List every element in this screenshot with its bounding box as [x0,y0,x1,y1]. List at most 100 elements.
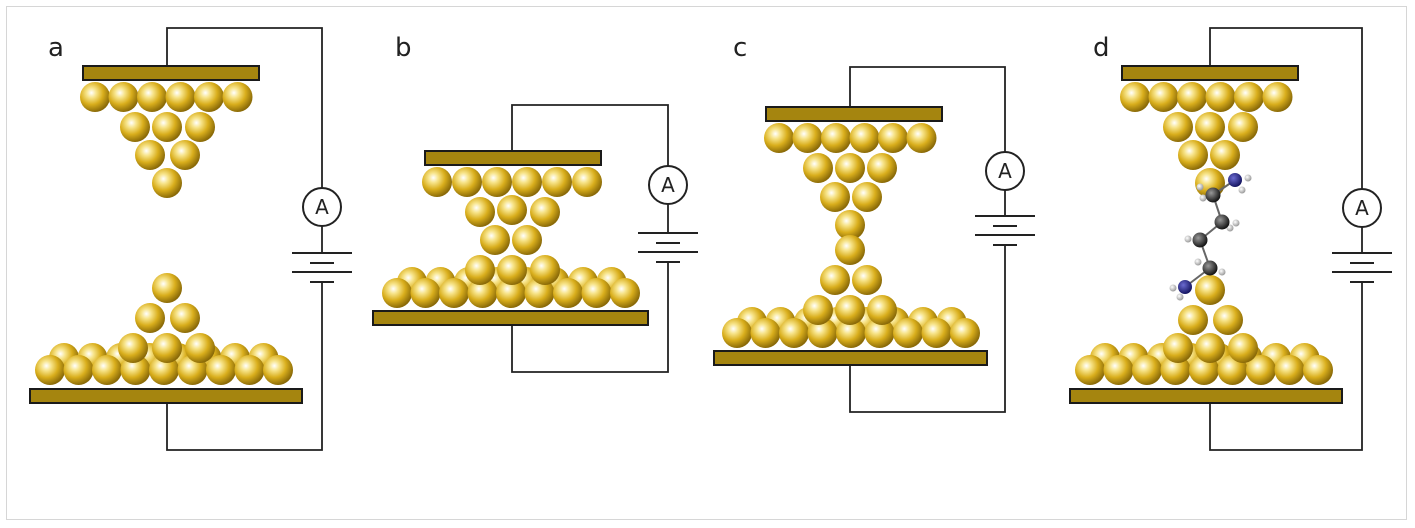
gold-atom [1163,112,1193,142]
panel-label-d: d [1093,33,1110,63]
gold-atom [170,140,200,170]
ammeter-label: A [661,173,675,197]
hydrogen-atom [1196,183,1204,191]
gold-atom [764,123,794,153]
circuit-wire [511,262,669,373]
gold-atom [152,168,182,198]
gold-atom [867,153,897,183]
electrode-plate [1121,65,1299,81]
gold-atom [1195,275,1225,305]
ammeter-icon [985,151,1025,191]
gold-atom [950,318,980,348]
gold-atom [465,255,495,285]
gold-atom [465,197,495,227]
carbon-atom [1205,187,1221,203]
gold-atom [1160,355,1191,385]
electrode-plate [424,150,602,166]
panel-label-c: c [733,33,747,63]
panel-label-b: b [395,33,412,63]
gold-atom [820,182,850,212]
carbon-atom [1214,214,1230,230]
gold-atom [1195,333,1225,363]
gold-atom [849,123,880,153]
gold-atom [722,318,752,348]
gold-atom [120,112,150,142]
circuit-wire [1209,282,1363,451]
gold-atom [1228,112,1258,142]
hydrogen-atom [1169,284,1177,292]
gold-atom [152,333,182,363]
gold-atom [206,355,236,385]
gold-atom [222,82,253,112]
gold-atom [867,295,897,325]
gold-atom [530,197,560,227]
gold-atom [120,355,151,385]
gold-atom [137,82,167,112]
gold-atom [835,295,865,325]
gold-atom [1148,82,1179,112]
gold-atom [542,167,572,197]
circuit-wire [849,66,1006,152]
hydrogen-atom [1199,194,1207,202]
gold-atom [1210,140,1240,170]
gold-atom [452,167,482,197]
gold-atom [482,167,512,197]
gold-atom [610,278,640,308]
hydrogen-atom [1176,293,1184,301]
gold-atom [1205,82,1236,112]
gold-atom [530,255,560,285]
ammeter-icon [1342,188,1382,228]
gold-atom [467,278,498,308]
gold-atom [1132,355,1162,385]
gold-atom [792,123,823,153]
gold-atom [152,273,182,303]
hydrogen-atom [1194,258,1202,266]
circuit-wire [166,282,323,451]
gold-atom [135,303,165,333]
gold-atom [1246,355,1276,385]
gold-atom [92,355,122,385]
nitrogen-atom [1228,173,1242,187]
circuit-wire [511,104,669,166]
carbon-atom [1192,232,1208,248]
gold-atom [480,225,510,255]
circuit-wire [849,245,1006,413]
gold-atom [1178,305,1208,335]
gold-atom [263,355,293,385]
gold-atom [803,153,833,183]
gold-atom [1075,355,1105,385]
gold-atom [1213,305,1243,335]
gold-atom [836,318,866,348]
figure-frame [6,6,1407,520]
gold-atom [553,278,583,308]
gold-atom [835,235,865,265]
ammeter-icon [302,187,342,227]
gold-atom [1274,355,1305,385]
gold-atom [185,333,215,363]
hydrogen-atom [1218,268,1226,276]
gold-atom [149,355,179,385]
gold-atom [852,182,882,212]
gold-atom [779,318,809,348]
hydrogen-atom [1226,224,1234,232]
gold-atom [906,123,937,153]
gold-atom [572,167,602,197]
gold-atom [1163,333,1193,363]
gold-atom [1177,82,1207,112]
gold-atom [1103,355,1134,385]
gold-atom [80,82,110,112]
electrode-plate [765,106,943,122]
gold-atom [524,278,555,308]
gold-atom [185,112,215,142]
gold-atom [512,167,542,197]
carbon-atom [1202,260,1218,276]
gold-atom [118,333,148,363]
gold-atom [1195,112,1225,142]
gold-atom [497,195,527,225]
panel-label-a: a [48,33,64,63]
gold-atom [1234,82,1264,112]
circuit-wire [166,27,323,188]
gold-atom [835,210,865,240]
gold-atom [1262,82,1293,112]
